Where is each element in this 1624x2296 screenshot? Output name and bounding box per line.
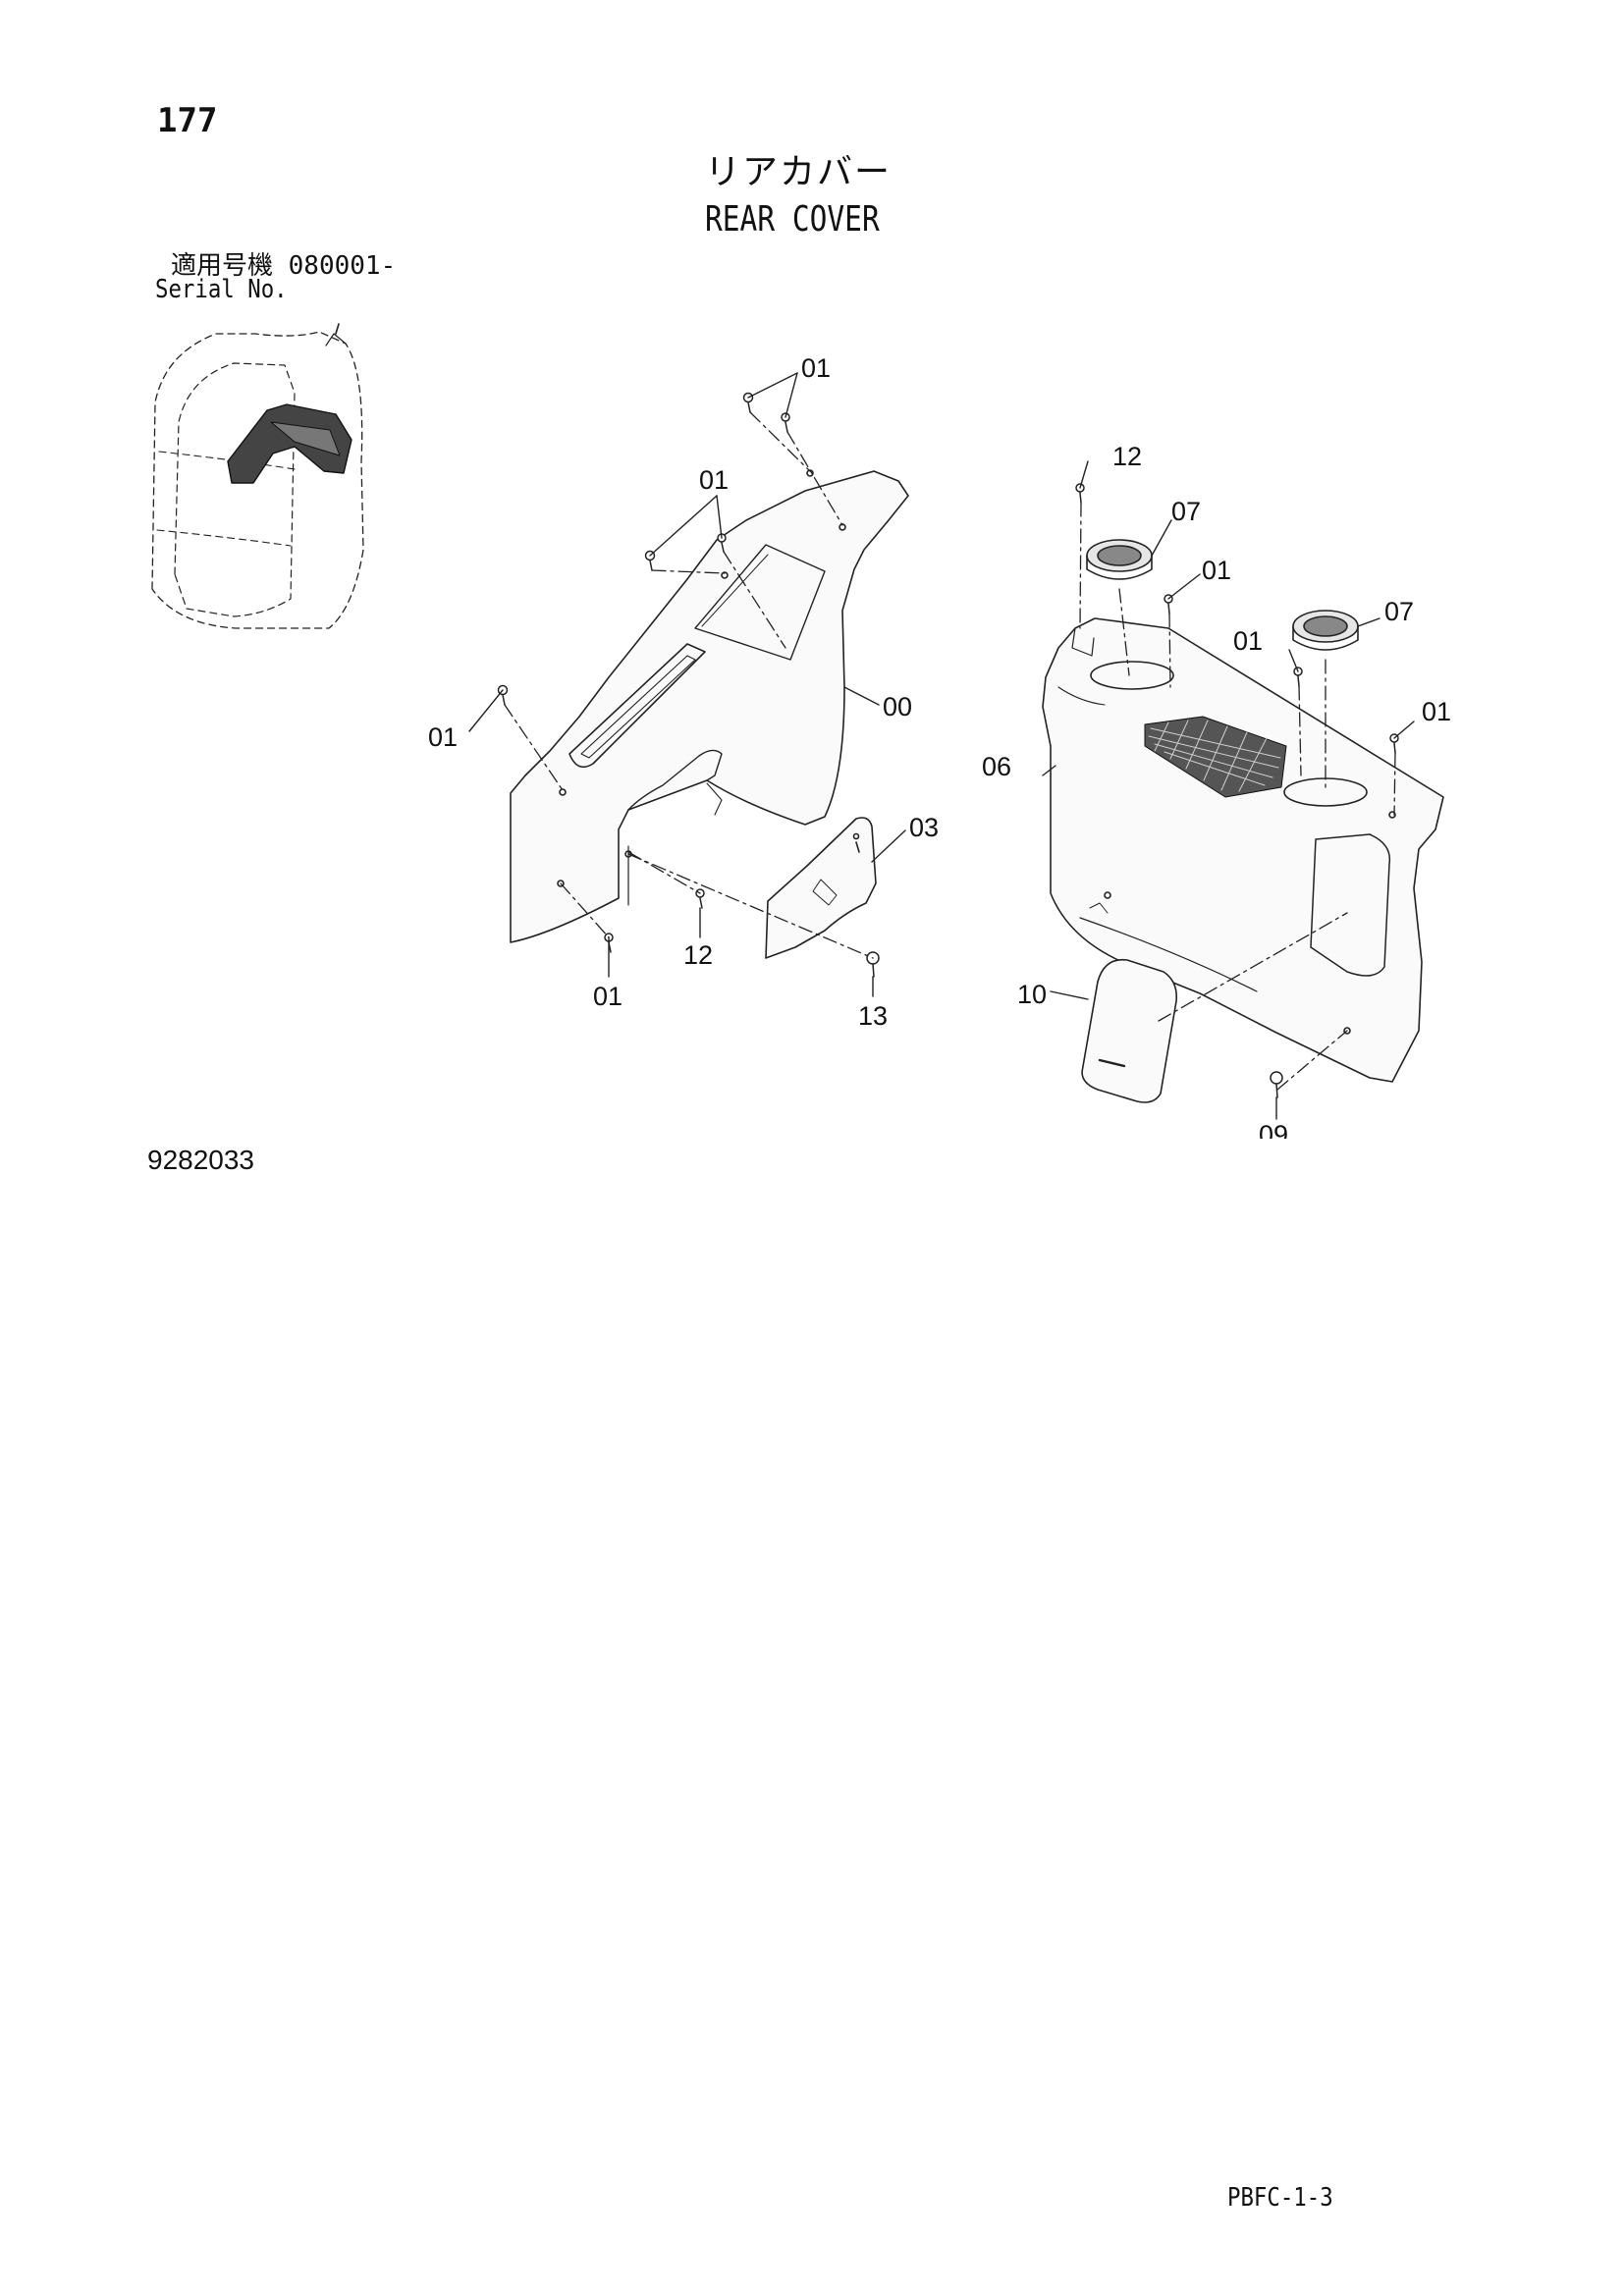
leader-lines — [468, 372, 1415, 1120]
callout-07-right: 07 — [1384, 597, 1414, 626]
page-title-english: REAR COVER — [705, 199, 880, 240]
callout-01-top: 01 — [801, 353, 831, 383]
page-code: PBFC-1-3 — [1227, 2183, 1333, 2213]
callout-01-left: 01 — [428, 722, 458, 752]
serial-applicability-japanese: 適用号機 080001- — [171, 251, 397, 281]
callout-03: 03 — [909, 813, 939, 842]
callout-12-left: 12 — [683, 940, 713, 970]
assembly-lines — [504, 411, 1396, 1091]
callout-00: 00 — [883, 692, 912, 721]
callout-01-right-2: 01 — [1233, 626, 1263, 656]
cab-location-inset — [151, 323, 364, 629]
callout-01-upper: 01 — [699, 465, 729, 495]
page-number: 177 — [157, 101, 218, 140]
part-03-bracket — [765, 817, 877, 959]
drawing-number: 9282033 — [147, 1145, 255, 1175]
part-07-vent-right — [1292, 610, 1359, 651]
callout-01-bottom: 01 — [593, 982, 623, 1011]
part-10-lower-cover — [1081, 958, 1178, 1103]
callout-06: 06 — [982, 752, 1011, 781]
parts-diagram: 01 01 01 01 00 03 12 13 12 07 07 01 01 0… — [151, 323, 1451, 1139]
page-title-japanese: リアカバー — [705, 152, 893, 192]
part-00-left-rear-panel — [510, 469, 909, 943]
callout-09: 09 — [1259, 1120, 1288, 1139]
callout-13: 13 — [858, 1001, 888, 1031]
callout-10: 10 — [1017, 980, 1047, 1009]
callout-01-right-1: 01 — [1202, 556, 1231, 585]
callout-labels: 01 01 01 01 00 03 12 13 12 07 07 01 01 0… — [428, 353, 1451, 1139]
serial-label: Serial No. — [155, 275, 288, 304]
part-07-vent-left — [1086, 539, 1153, 580]
callout-07-left: 07 — [1171, 497, 1201, 526]
callout-12-right: 12 — [1112, 442, 1142, 471]
callout-01-right-3: 01 — [1422, 697, 1451, 726]
